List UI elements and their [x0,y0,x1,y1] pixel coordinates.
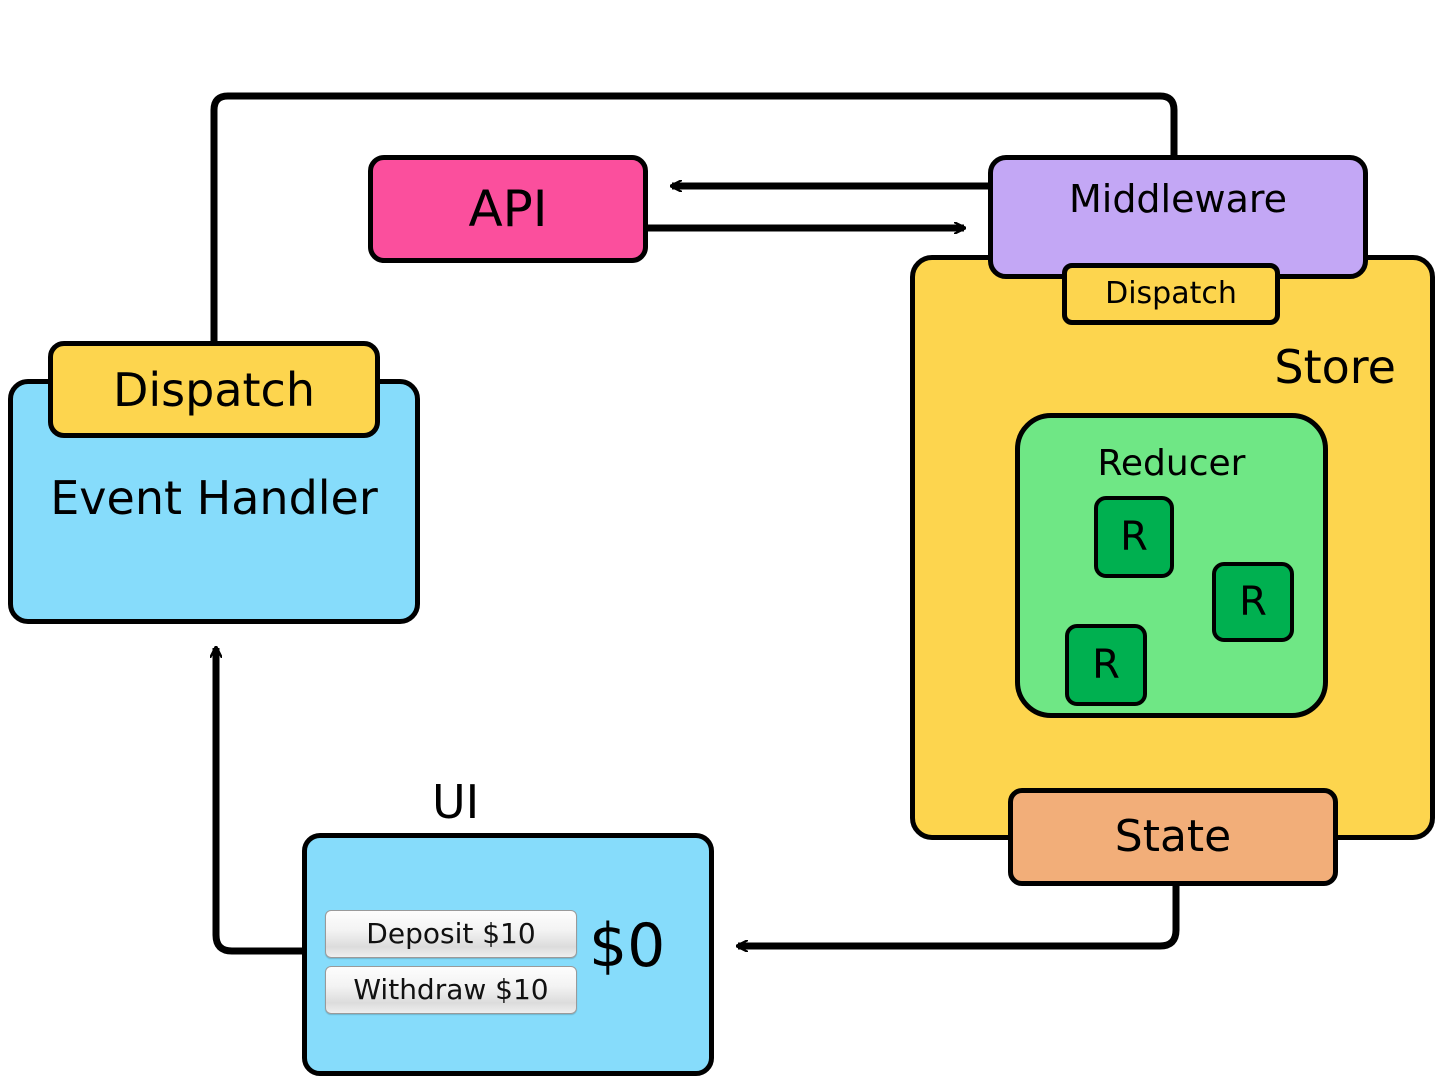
event-handler-dispatch-node[interactable]: Dispatch [48,341,380,438]
deposit-button-label: Deposit $10 [366,917,536,950]
api-label: API [468,180,548,238]
ui-label: UI [432,775,480,829]
store-dispatch-label: Dispatch [1105,276,1237,311]
reducer-label: Reducer [1097,443,1246,484]
withdraw-button-label: Withdraw $10 [353,973,549,1006]
reducer-chip[interactable]: R [1212,562,1294,642]
deposit-button[interactable]: Deposit $10 [325,910,577,958]
event-handler-label: Event Handler [50,471,378,525]
reducer-chip[interactable]: R [1065,624,1147,706]
state-label: State [1114,811,1232,862]
state-node[interactable]: State [1008,788,1338,886]
balance-amount: $0 [589,911,666,981]
reducer-chip[interactable]: R [1094,496,1174,578]
reducer-chip-label: R [1092,642,1120,688]
ui-node[interactable]: Deposit $10 Withdraw $10 $0 [302,833,714,1076]
api-node[interactable]: API [368,155,648,263]
reducer-chip-label: R [1120,514,1148,560]
reducer-chip-label: R [1239,579,1267,625]
store-label: Store [1274,340,1396,394]
event-handler-dispatch-label: Dispatch [112,362,316,417]
store-dispatch-node[interactable]: Dispatch [1062,263,1280,325]
middleware-node[interactable]: Middleware [988,155,1368,279]
middleware-label: Middleware [1068,177,1288,221]
withdraw-button[interactable]: Withdraw $10 [325,966,577,1014]
edge-state-to-ui [738,886,1180,946]
edge-ui-to-event-handler [216,648,302,955]
